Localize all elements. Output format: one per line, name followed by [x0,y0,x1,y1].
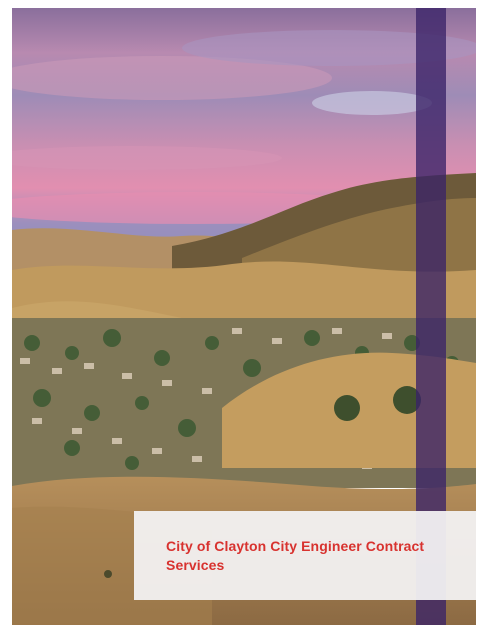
landscape-illustration [12,8,476,625]
title-panel: City of Clayton City Engineer Contract S… [134,511,476,600]
cover-photo [12,8,476,625]
document-title: City of Clayton City Engineer Contract S… [166,538,425,573]
